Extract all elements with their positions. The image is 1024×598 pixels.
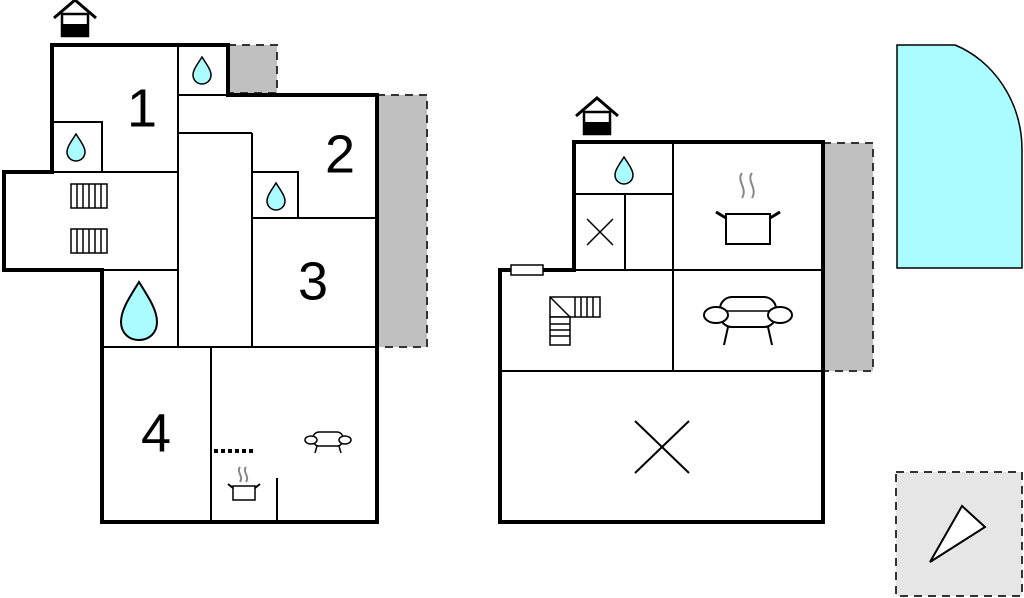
cross-icon [586, 218, 614, 246]
window-icon [510, 264, 544, 276]
radiator-icon [70, 228, 108, 254]
cross-icon [634, 420, 690, 474]
water-drop-icon [119, 280, 159, 342]
compass-icon [895, 471, 1023, 597]
radiator-icon [70, 183, 108, 209]
interior-walls-left [51, 45, 377, 522]
sofa-icon [304, 431, 352, 454]
terrace-right-left [376, 94, 428, 348]
water-drop-icon [192, 56, 212, 85]
room-label-1: 1 [127, 78, 157, 138]
cooking-pot-icon [715, 172, 781, 245]
room-label-4: 4 [141, 403, 171, 463]
outer-wall-left [2, 43, 379, 524]
water-drop-icon [66, 133, 86, 162]
sofa-icon [703, 296, 793, 346]
terrace-right [822, 142, 874, 372]
interior-walls-right [500, 142, 823, 372]
room-label-2: 2 [325, 124, 355, 184]
entrance-icon [52, 0, 98, 38]
floor-left: 1 2 3 4 [2, 0, 428, 524]
water-drop-icon [614, 156, 634, 185]
pool-icon [896, 44, 1023, 269]
outer-wall-right [498, 140, 825, 524]
floor-right [498, 96, 874, 524]
entrance-icon [574, 96, 620, 136]
staircase-icon [549, 296, 601, 346]
terrace-top-left [227, 44, 278, 94]
cooking-pot-icon [227, 466, 261, 501]
water-drop-icon [266, 182, 286, 211]
room-label-3: 3 [298, 251, 328, 311]
